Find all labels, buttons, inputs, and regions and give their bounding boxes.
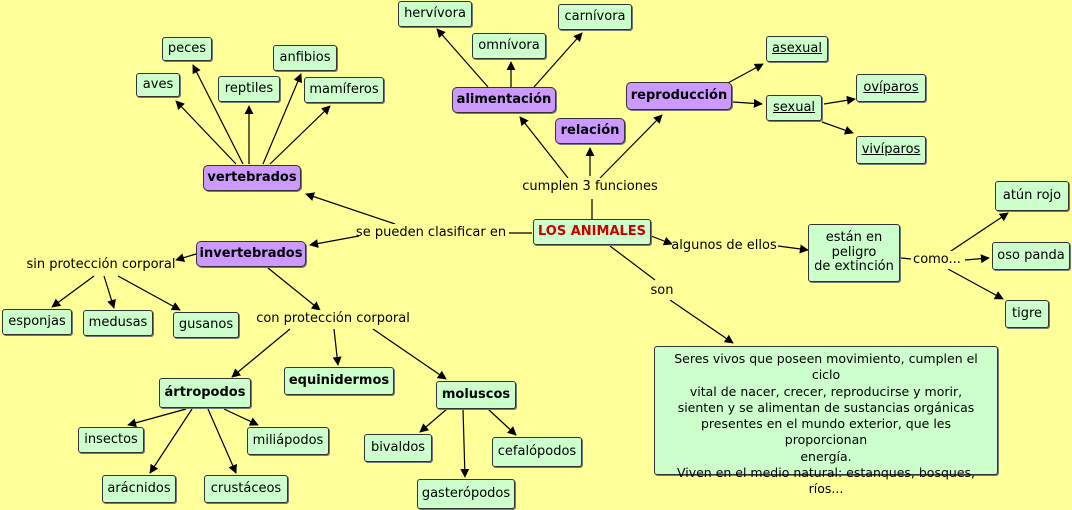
link-como: como... [911, 251, 963, 269]
connector-son-descripcion [669, 299, 734, 344]
concept-atun-rojo[interactable]: atún rojo [995, 181, 1069, 211]
connector-artro-miliapodos [223, 408, 259, 426]
connector-pueden-invertebrados [309, 235, 360, 248]
concept-miliapodos[interactable]: miliápodos [247, 427, 329, 455]
concept-crustaceos[interactable]: crustáceos [204, 475, 288, 503]
concept-artropodos[interactable]: ártropodos [159, 378, 251, 408]
connector-vert-aves [175, 100, 237, 165]
concept-equinidermos[interactable]: equinidermos [284, 367, 394, 395]
connector-repro-sexual [732, 98, 763, 108]
concept-cefalopodos[interactable]: cefalópodos [492, 437, 582, 467]
concept-invertebrados[interactable]: invertebrados [196, 241, 306, 267]
concept-viviparos[interactable]: vivíparos [856, 136, 926, 164]
connector-como-tigre [947, 268, 1004, 300]
concept-peligro-extincion[interactable]: están en peligro de extinción [808, 224, 900, 282]
connector-peligro-como [900, 257, 912, 260]
concept-tigre[interactable]: tigre [1005, 300, 1049, 328]
concept-gusanos[interactable]: gusanos [173, 312, 239, 338]
concept-relacion[interactable]: relación [555, 118, 625, 144]
concept-oso-panda[interactable]: oso panda [992, 242, 1070, 270]
connector-center-algunos [650, 235, 673, 246]
connector-alim-hervivora [436, 28, 489, 88]
concept-gasteropodos[interactable]: gasterópodos [417, 479, 515, 509]
connector-vert-mamiferos [269, 105, 331, 165]
concept-anfibios[interactable]: anfibios [273, 45, 337, 71]
concept-moluscos[interactable]: moluscos [436, 381, 516, 409]
connector-invert-con [267, 267, 321, 311]
concept-carnivora[interactable]: carnívora [558, 4, 632, 30]
concept-omnivora[interactable]: omnívora [472, 33, 546, 59]
connector-vert-anfibios [262, 73, 302, 165]
connector-invert-sin [175, 253, 197, 262]
concept-peces[interactable]: peces [162, 37, 212, 61]
connector-mol-cefalopodos [487, 408, 517, 436]
connector-mol-gasteropodos [460, 408, 470, 478]
connector-pueden-vertebrados [305, 192, 396, 225]
concept-aracnidos[interactable]: arácnidos [102, 475, 176, 503]
connector-como-oso [964, 254, 990, 264]
connector-artro-insectos [127, 408, 187, 428]
link-pueden-clasificar: se pueden clasificar en [356, 224, 506, 242]
concept-sexual[interactable]: sexual [766, 95, 822, 121]
concept-hervivora[interactable]: hervívora [398, 1, 472, 27]
concept-insectos[interactable]: insectos [78, 427, 144, 453]
connector-artro-crustaceos [207, 408, 237, 474]
concept-descripcion[interactable]: Seres vivos que poseen movimiento, cumpl… [654, 346, 998, 496]
concept-oviparos[interactable]: ovíparos [856, 74, 926, 102]
concept-esponjas[interactable]: esponjas [2, 309, 72, 335]
concept-asexual[interactable]: asexual [766, 36, 828, 62]
connector-alim-carnivora [533, 32, 583, 88]
connector-con-moluscos [372, 328, 447, 380]
concept-mamiferos[interactable]: mamíferos [304, 77, 384, 103]
concept-medusas[interactable]: medusas [83, 310, 153, 336]
connector-vert-peces [192, 64, 244, 165]
link-sin-proteccion: sin protección corporal [27, 256, 175, 274]
connector-sin-esponjas [51, 275, 95, 308]
connector-como-atun [947, 212, 1009, 254]
center-node[interactable]: LOS ANIMALES [533, 219, 651, 245]
connector-repro-asexual [725, 63, 764, 85]
connector-center-son [609, 245, 656, 281]
concept-reproduccion[interactable]: reproducción [626, 82, 732, 110]
connector-sin-medusas [103, 275, 116, 309]
concept-reptiles[interactable]: reptiles [218, 76, 280, 102]
connector-cumplen-reproduccion [599, 114, 663, 179]
connector-sexual-oviparos [823, 95, 856, 105]
connector-con-equinidermos [332, 328, 342, 366]
concept-alimentacion[interactable]: alimentación [452, 87, 556, 113]
link-son: son [648, 282, 676, 300]
connector-mol-bivaldos [419, 408, 448, 433]
link-con-proteccion: con protección corporal [256, 310, 410, 328]
center-label: LOS ANIMALES [537, 223, 647, 239]
connector-sin-gusanos [117, 275, 181, 311]
link-cumplen-funciones: cumplen 3 funciones [522, 178, 658, 196]
connector-algunos-peligro [777, 244, 809, 254]
connector-cumplen-alimentacion [519, 116, 569, 179]
concept-bivaldos[interactable]: bivaldos [364, 434, 432, 462]
concept-vertebrados[interactable]: vertebrados [203, 165, 301, 191]
concept-aves[interactable]: aves [136, 73, 180, 97]
connector-artro-aracnidos [149, 408, 193, 474]
connector-con-artropodos [231, 328, 291, 378]
link-algunos-de-ellos: algunos de ellos [671, 237, 777, 255]
connector-sexual-viviparos [821, 121, 854, 135]
